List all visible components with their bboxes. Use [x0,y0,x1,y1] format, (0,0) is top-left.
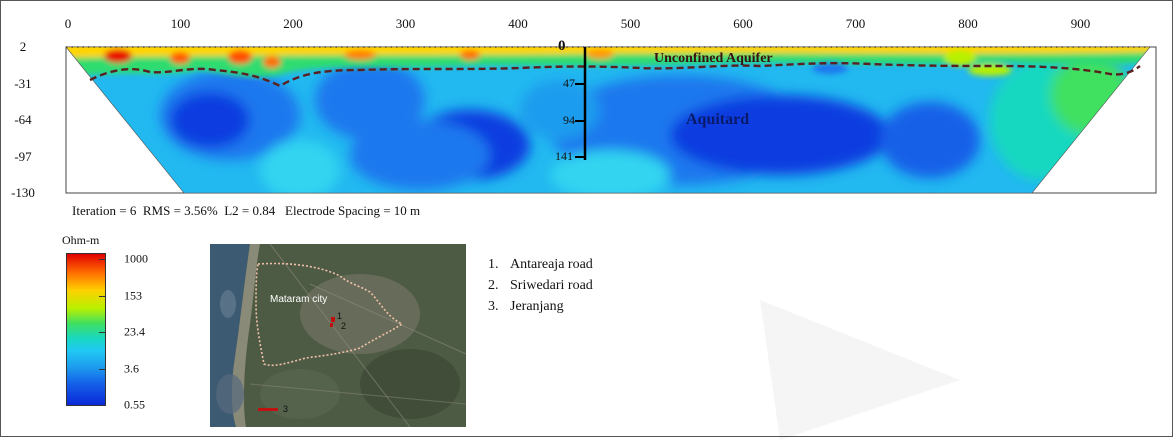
marker-3 [258,408,278,411]
x-tick-label: 300 [395,16,416,31]
y-tick-label: -97 [14,148,32,164]
colorbar-unit: Ohm-m [62,233,100,247]
resistivity-colorbar [66,253,106,406]
x-tick-label: 900 [1070,16,1091,31]
marker-1-label: 1 [337,311,342,321]
legend-number: 1. [488,257,499,272]
watermark-shape [760,300,960,440]
colorbar-tick-label: 3.6 [124,361,139,375]
colorbar-tick-label: 153 [124,288,142,302]
depth-tick-label: 94 [563,113,575,127]
colorbar-tick [99,295,105,297]
marker-2-label: 2 [341,321,346,331]
depth-tick-label: 0 [558,38,566,54]
section-fill [66,47,1150,193]
aquifer-boundary-line [89,61,1141,88]
legend-number: 2. [488,278,499,293]
legend-item: 1. Antareaja road [488,254,593,275]
y-tick-label: -64 [14,112,32,127]
legend-label: Sriwedari road [510,278,593,293]
x-tick-label: 600 [733,16,753,31]
depth-tick-label: 141 [555,149,573,163]
colorbar-tick [99,332,105,333]
x-tick-label: 800 [958,16,978,31]
colorbar-tick [99,405,105,406]
colorbar-tick-label: 23.4 [124,324,145,339]
aquitard-label: Aquitard [686,111,749,128]
depth-tick-label: 47 [563,76,575,90]
y-tick-label: 2 [19,39,27,54]
x-tick-label: 500 [620,16,641,31]
y-tick-label: -130 [11,185,35,200]
legend-item: 3. Jeranjang [488,296,593,317]
legend-number: 3. [488,299,499,314]
y-tick-label: -31 [14,75,32,91]
inversion-stats: Iteration = 6 RMS = 3.56% L2 = 0.84 Elec… [72,203,421,218]
resistivity-section: Unconfined Aquifer Aquitard [65,46,1157,194]
marker-1 [331,317,335,322]
marker-3-label: 3 [283,404,288,414]
legend-label: Jeranjang [510,299,564,314]
x-tick-label: 0 [64,16,72,31]
satellite-image: 1 2 3 [210,244,466,427]
marker-2 [330,323,333,327]
city-label: Mataram city [270,294,328,305]
legend-item: 2. Sriwedari road [488,275,593,296]
location-map: 1 2 3 Mataram city [210,244,466,427]
colorbar-tick [99,259,105,260]
colorbar-tick [99,368,105,370]
section-outline [65,46,1151,194]
colorbar-tick-label: 0.55 [124,397,145,412]
x-tick-label: 400 [508,16,528,31]
x-tick-label: 700 [845,16,866,31]
x-tick-label: 200 [283,16,303,31]
colorbar-tick-label: 1000 [124,251,148,266]
site-legend: 1. Antareaja road 2. Sriwedari road 3. Jeranj… [488,254,593,317]
legend-label: Antareaja road [510,257,593,272]
x-tick-label: 100 [170,16,191,31]
unconfined-aquifer-label: Unconfined Aquifer [654,51,773,66]
